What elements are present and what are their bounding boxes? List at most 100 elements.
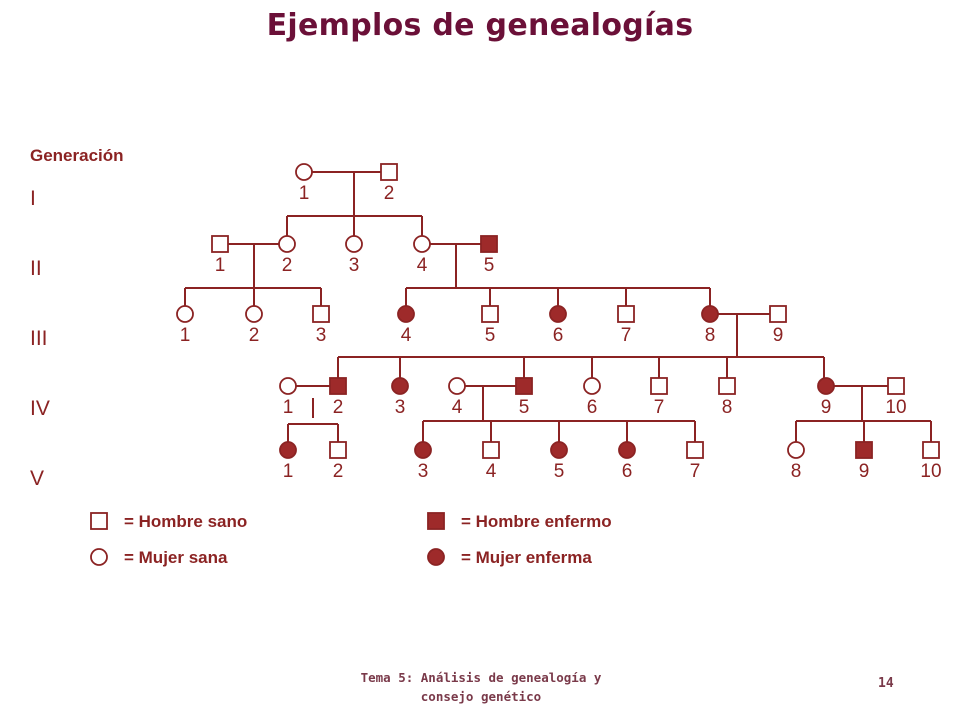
individual-IV-3: 3 (391, 377, 409, 418)
individual-V-3: 3 (414, 441, 432, 482)
individual-number: 6 (553, 325, 564, 346)
legend-label: = Mujer enferma (461, 548, 592, 567)
individual-I-1: 1 (295, 163, 313, 204)
individual-number: 5 (554, 461, 565, 482)
healthy-female-circle-icon (413, 235, 431, 253)
affected-male-square-icon (480, 235, 498, 253)
individual-number: 7 (621, 325, 632, 346)
affected-female-circle-icon (397, 305, 415, 323)
individual-IV-4: 4 (448, 377, 466, 418)
individual-number: 1 (283, 461, 294, 482)
individual-number: 4 (401, 325, 412, 346)
healthy-male-square-icon (922, 441, 940, 459)
individual-number: 5 (519, 397, 530, 418)
individual-IV-5: 5 (515, 377, 533, 418)
individual-number: 5 (485, 325, 496, 346)
healthy-female-circle-icon (787, 441, 805, 459)
legend-item-1: = Mujer sana (90, 548, 228, 567)
individual-V-5: 5 (550, 441, 568, 482)
individual-number: 1 (215, 255, 226, 276)
individual-number: 4 (417, 255, 428, 276)
individual-number: 1 (283, 397, 294, 418)
individual-number: 2 (249, 325, 260, 346)
healthy-male-square-icon (617, 305, 635, 323)
individual-III-8: 8 (701, 305, 719, 346)
individual-number: 7 (690, 461, 701, 482)
individual-number: 2 (384, 183, 395, 204)
individual-II-4: 4 (413, 235, 431, 276)
individual-IV-10: 10 (885, 377, 907, 418)
individual-number: 3 (418, 461, 429, 482)
individual-number: 1 (180, 325, 191, 346)
individual-II-1: 1 (211, 235, 229, 276)
legend-label: = Hombre sano (124, 512, 247, 531)
individual-II-3: 3 (345, 235, 363, 276)
affected-female-circle-icon (414, 441, 432, 459)
healthy-male-square-icon (718, 377, 736, 395)
legend-label: = Hombre enfermo (461, 512, 612, 531)
individual-number: 10 (920, 461, 941, 482)
healthy-male-square-icon (481, 305, 499, 323)
individual-number: 6 (622, 461, 633, 482)
individual-III-4: 4 (397, 305, 415, 346)
generation-label-IV: IV (30, 397, 50, 420)
affected-male-square-icon (515, 377, 533, 395)
footer-line-1: Tema 5: Análisis de genealogía y (360, 670, 602, 685)
page-number: 14 (878, 676, 894, 691)
affected-female-circle-icon (701, 305, 719, 323)
individual-III-9: 9 (769, 305, 787, 346)
healthy-female-circle-icon (583, 377, 601, 395)
healthy-male-square-icon (650, 377, 668, 395)
individual-III-1: 1 (176, 305, 194, 346)
legend-item-0: = Hombre sano (90, 512, 247, 531)
affected-female-circle-icon (550, 441, 568, 459)
individual-III-6: 6 (549, 305, 567, 346)
generation-label-I: I (30, 187, 36, 210)
individual-number: 9 (773, 325, 784, 346)
individual-number: 10 (885, 397, 906, 418)
individual-IV-1: 1 (279, 377, 297, 418)
affected-male-square-icon (329, 377, 347, 395)
individual-number: 4 (452, 397, 463, 418)
pedigree-lines (184, 171, 932, 442)
affected-female-circle-icon (279, 441, 297, 459)
individual-V-6: 6 (618, 441, 636, 482)
individual-IV-8: 8 (718, 377, 736, 418)
generation-label-II: II (30, 257, 42, 280)
footer-text: Tema 5: Análisis de genealogía y consejo… (300, 668, 662, 706)
individual-IV-2: 2 (329, 377, 347, 418)
generation-labels: Generación I II III IV V (30, 146, 124, 490)
individual-number: 9 (821, 397, 832, 418)
footer-line-2: consejo genético (420, 689, 542, 704)
individual-number: 8 (722, 397, 733, 418)
healthy-female-circle-icon (448, 377, 466, 395)
individual-III-2: 2 (245, 305, 263, 346)
healthy-male-square-icon (380, 163, 398, 181)
individual-number: 8 (705, 325, 716, 346)
individual-number: 6 (587, 397, 598, 418)
individual-II-2: 2 (278, 235, 296, 276)
affected-female-circle-icon (391, 377, 409, 395)
individual-III-3: 3 (312, 305, 330, 346)
individual-number: 4 (486, 461, 497, 482)
individual-number: 3 (349, 255, 360, 276)
individual-I-2: 2 (380, 163, 398, 204)
generation-header: Generación (30, 146, 124, 165)
individual-V-10: 10 (920, 441, 942, 482)
individual-V-8: 8 (787, 441, 805, 482)
individual-V-7: 7 (686, 441, 704, 482)
affected-female-circle-icon (549, 305, 567, 323)
healthy-female-circle-icon (345, 235, 363, 253)
healthy-female-circle-icon (245, 305, 263, 323)
affected-male-square-icon (427, 512, 445, 530)
generation-label-III: III (30, 327, 48, 350)
healthy-male-square-icon (329, 441, 347, 459)
affected-female-circle-icon (817, 377, 835, 395)
individual-II-5: 5 (480, 235, 498, 276)
individual-V-4: 4 (482, 441, 500, 482)
generation-label-V: V (30, 467, 44, 490)
individual-number: 2 (333, 461, 344, 482)
individual-number: 7 (654, 397, 665, 418)
individual-number: 3 (316, 325, 327, 346)
